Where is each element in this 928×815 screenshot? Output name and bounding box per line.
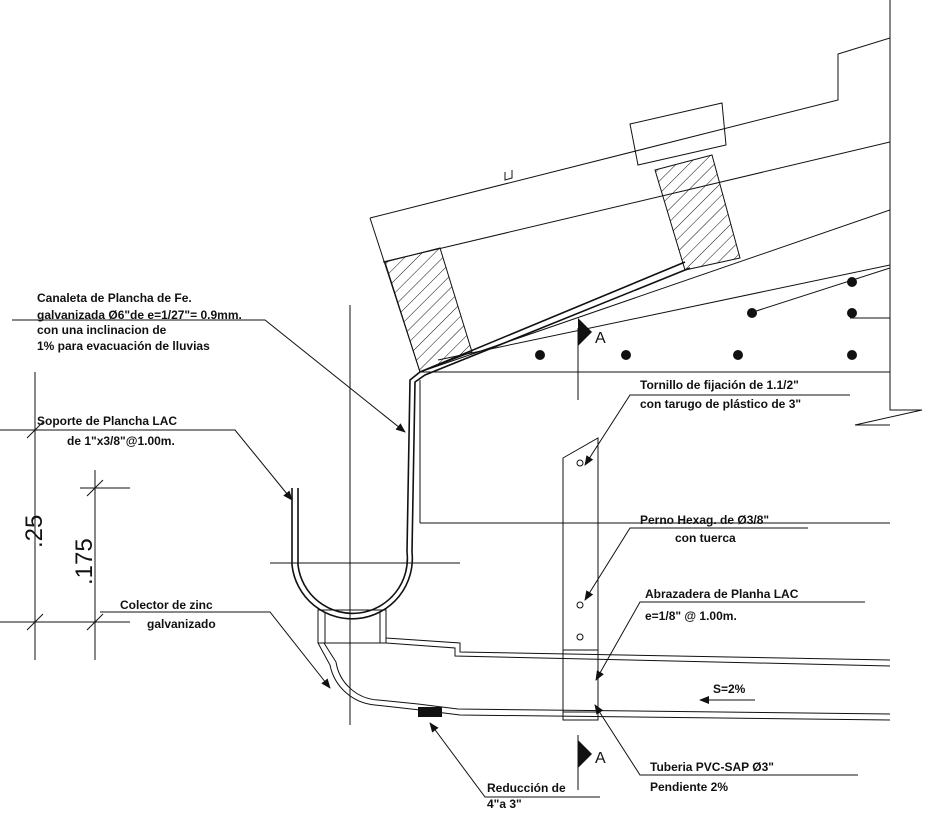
dimension-lines: .25 .175 bbox=[0, 372, 130, 660]
gutter-bowl-inner bbox=[297, 488, 409, 615]
centerlines bbox=[270, 305, 890, 790]
label-reduccion-line2: 4"a 3" bbox=[487, 797, 522, 811]
leaders bbox=[12, 319, 865, 798]
gutter-sheet-outer bbox=[406, 261, 686, 553]
leader-canaleta bbox=[12, 319, 406, 433]
hatched-purlin-left bbox=[384, 247, 473, 373]
label-soporte-line1: Soporte de Plancha LAC bbox=[37, 414, 177, 428]
label-colector-line2: galvanizado bbox=[147, 617, 216, 631]
gutter-sheet bbox=[291, 261, 691, 644]
reducer-mark bbox=[418, 707, 442, 717]
bolt-dot bbox=[747, 308, 757, 318]
leader-tuberia bbox=[594, 704, 858, 776]
label-canaleta-line3: con una inclinacion de bbox=[37, 323, 167, 337]
roof-inner-line-1 bbox=[382, 141, 891, 263]
gutter-sheet-inner bbox=[411, 267, 691, 553]
bolt-dot bbox=[847, 277, 857, 287]
label-canaleta-line1: Canaleta de Plancha de Fe. bbox=[37, 291, 192, 305]
clamp-hole bbox=[576, 633, 584, 641]
bolt-dot bbox=[733, 350, 743, 360]
dim-tick bbox=[86, 479, 104, 497]
label-tuberia-line1: Tuberia PVC-SAP Ø3" bbox=[650, 760, 774, 774]
annotations: Canaleta de Plancha de Fe. galvanizada Ø… bbox=[37, 291, 801, 811]
leader-tornillo bbox=[584, 394, 850, 466]
clamp-plate-outline bbox=[562, 437, 599, 721]
leader-reduccion bbox=[429, 722, 600, 798]
roof-top-edge bbox=[369, 37, 891, 219]
pipe-top-edge bbox=[385, 637, 891, 661]
roof-structure bbox=[369, 0, 923, 426]
bolt-dot bbox=[847, 308, 857, 318]
bolt-dot bbox=[621, 350, 631, 360]
label-perno-line1: Perno Hexag. de Ø3/8" bbox=[640, 513, 769, 527]
bolt-dot bbox=[847, 350, 857, 360]
leader-perno bbox=[584, 527, 808, 601]
clamp-plate bbox=[562, 437, 599, 721]
section-arrow-icon bbox=[578, 740, 592, 768]
clamp-hole bbox=[576, 601, 584, 609]
section-label-bottom: A bbox=[595, 750, 606, 767]
clamp-hole bbox=[576, 459, 584, 467]
leader-abrazadera bbox=[595, 601, 865, 681]
bolt-dots bbox=[535, 277, 857, 360]
dimension-outer: .25 bbox=[21, 515, 48, 548]
label-soporte-line2: de 1"x3/8"@1.00m. bbox=[67, 434, 175, 448]
section-label-top: A bbox=[595, 330, 606, 347]
label-abrazadera-line1: Abrazadera de Planha LAC bbox=[645, 587, 799, 601]
beam-outline bbox=[420, 371, 923, 426]
label-tornillo-line1: Tornillo de fijación de 1.1/2" bbox=[640, 378, 799, 392]
hatched-purlin-right bbox=[654, 154, 741, 271]
dim-tick bbox=[26, 613, 44, 631]
ridge-block bbox=[629, 102, 727, 166]
bolt-dot bbox=[535, 350, 545, 360]
outlet-stub bbox=[317, 609, 387, 644]
section-mark-top: A bbox=[578, 318, 606, 347]
label-reduccion-line1: Reducción de bbox=[487, 781, 566, 795]
dim-tick bbox=[86, 613, 104, 631]
label-canaleta-line4: 1% para evacuación de lluvias bbox=[37, 339, 210, 353]
section-mark-bottom: A bbox=[578, 740, 606, 768]
pipe-bottom-edge-2 bbox=[323, 642, 891, 715]
label-abrazadera-line2: e=1/8" @ 1.00m. bbox=[645, 609, 737, 623]
leader-bolt-row bbox=[749, 267, 891, 314]
roof-step bbox=[504, 170, 513, 181]
leader-colector bbox=[100, 611, 331, 689]
leader-soporte bbox=[30, 429, 293, 501]
label-tuberia-line2: Pendiente 2% bbox=[650, 780, 728, 794]
dimension-inner: .175 bbox=[71, 538, 98, 585]
pvc-pipe bbox=[317, 637, 891, 721]
label-tornillo-line2: con tarugo de plástico de 3" bbox=[640, 397, 801, 411]
roof-inner-line-3 bbox=[437, 264, 891, 361]
label-slope: S=2% bbox=[713, 682, 746, 696]
label-canaleta-line2: galvanizada Ø6"de e=1/27"= 0.9mm. bbox=[37, 308, 242, 322]
pipe-top-edge-2 bbox=[385, 642, 891, 667]
gutter-bowl-outer bbox=[291, 488, 414, 620]
label-perno-line2: con tuerca bbox=[675, 531, 736, 545]
label-colector-line1: Colector de zinc bbox=[120, 598, 213, 612]
section-arrow-icon bbox=[578, 318, 592, 346]
